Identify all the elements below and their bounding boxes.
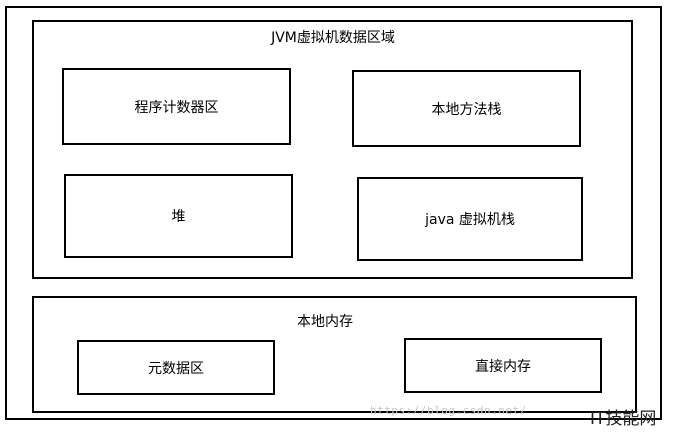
- java-vm-stack-label: java 虚拟机栈: [425, 212, 515, 228]
- heap-box: 堆: [64, 174, 293, 258]
- native-method-stack-box: 本地方法栈: [352, 70, 581, 147]
- program-counter-label: 程序计数器区: [134, 99, 219, 116]
- direct-memory-box: 直接内存: [404, 338, 602, 393]
- metaspace-label: 元数据区: [148, 360, 204, 377]
- java-vm-stack-box: java 虚拟机栈: [357, 177, 583, 261]
- metaspace-box: 元数据区: [77, 340, 275, 395]
- heap-label: 堆: [171, 209, 186, 225]
- program-counter-box: 程序计数器区: [62, 68, 291, 145]
- watermark-logo: IT技能网: [590, 409, 657, 429]
- direct-memory-label: 直接内存: [475, 358, 531, 375]
- native-method-stack-label: 本地方法栈: [431, 101, 502, 118]
- native-memory-title: 本地内存: [297, 314, 353, 330]
- watermark-url: https://blog.csdn.net/: [370, 404, 527, 417]
- jvm-data-area-title: JVM虚拟机数据区域: [271, 30, 395, 46]
